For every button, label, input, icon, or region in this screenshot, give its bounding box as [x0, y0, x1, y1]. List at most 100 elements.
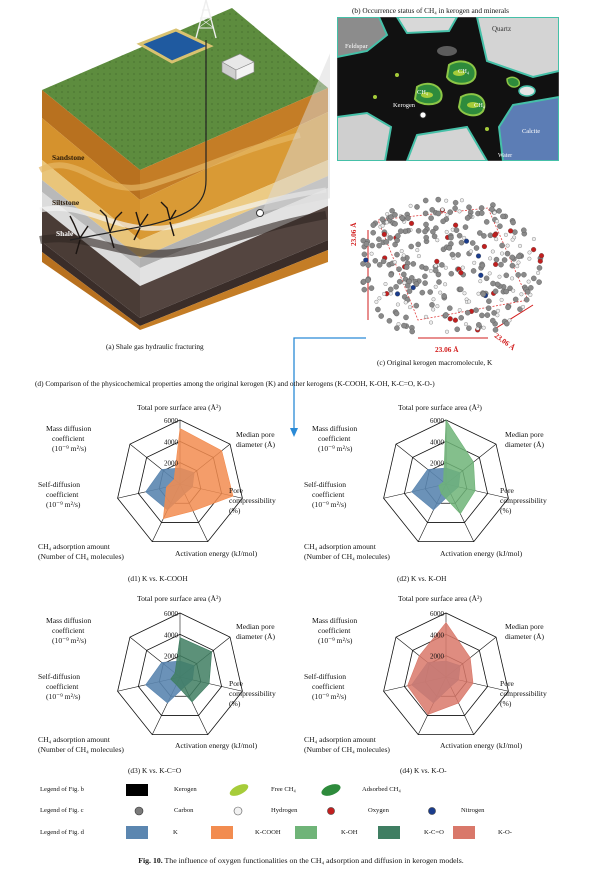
atom [394, 325, 400, 331]
atom [387, 286, 394, 293]
panel-d-title: (d) Comparison of the physicochemical pr… [35, 379, 435, 388]
quartz-grain [475, 17, 559, 79]
atom [393, 284, 399, 290]
atom [477, 230, 483, 236]
atom [435, 238, 440, 243]
axis-mass-diff-3: (10⁻⁹ m²/s) [318, 636, 353, 645]
atom [374, 299, 379, 304]
adsorbed-ch4-swatch [321, 784, 341, 796]
atom [527, 250, 532, 255]
atom [448, 234, 454, 241]
atom [498, 261, 504, 268]
atom [408, 243, 414, 250]
atom [392, 260, 397, 265]
atom [458, 286, 464, 293]
atom [452, 317, 458, 323]
atom [484, 312, 491, 318]
atom [370, 222, 377, 228]
radar-tick-label: 6000 [164, 610, 179, 618]
atom [497, 274, 502, 279]
atom [422, 210, 429, 217]
dimension-label-horizontal: 23.06 Å [435, 345, 459, 354]
radar-tick-label: 6000 [164, 417, 179, 425]
atom [360, 261, 366, 267]
atom [422, 280, 428, 286]
atom [479, 312, 485, 319]
atom [499, 242, 505, 249]
axis-self-diff-2: coefficient [312, 682, 345, 691]
atom [495, 313, 500, 318]
panel-a-caption: (a) Shale gas hydraulic fracturing [106, 342, 204, 351]
axis-total-pore-area: Total pore surface area (Å²) [398, 594, 482, 603]
atom [403, 314, 409, 321]
atom [428, 215, 434, 221]
atom [521, 271, 527, 278]
atom [515, 264, 520, 269]
atom [454, 326, 460, 333]
atom [453, 222, 459, 228]
k-oh-swatch [295, 826, 317, 839]
atom [432, 267, 439, 274]
axis-mass-diff-2: coefficient [52, 434, 85, 443]
atom [472, 260, 477, 265]
atom [523, 296, 530, 303]
atom [396, 278, 403, 285]
radar-grid-ring [137, 633, 223, 716]
atom [445, 329, 449, 334]
atom [495, 219, 499, 224]
atom [458, 270, 464, 276]
shale-label: Shale [56, 229, 74, 238]
atom [531, 247, 537, 253]
atom [401, 271, 407, 278]
atom [462, 291, 467, 296]
atom [475, 253, 482, 259]
axis-pore-comp-1: Pore [229, 486, 243, 495]
atom [376, 242, 382, 249]
atom [423, 234, 429, 241]
atom [413, 281, 420, 287]
atom [479, 210, 485, 216]
atom [464, 322, 468, 327]
atom [504, 250, 511, 257]
atom [489, 206, 495, 212]
axis-median-pore-1: Median pore [505, 430, 544, 439]
radar-grid-ring [403, 633, 489, 716]
axis-mass-diff-1: Mass diffusion [312, 616, 358, 625]
atom [443, 312, 449, 318]
legend-hydrogen: Hydrogen [271, 807, 298, 814]
atom [365, 277, 371, 283]
atom [449, 251, 456, 258]
atom [444, 229, 449, 234]
atom [447, 316, 453, 322]
atom [457, 209, 462, 214]
atom [392, 212, 398, 218]
atom [431, 307, 436, 312]
atom [448, 270, 455, 277]
axis-ch4-2: (Number of CH₄ molecules) [304, 552, 390, 561]
atom [414, 204, 420, 210]
atom [419, 289, 426, 296]
oxygen-atom-swatch [327, 807, 335, 815]
atom [463, 238, 470, 244]
atom [526, 279, 531, 284]
axis-mass-diff-1: Mass diffusion [46, 424, 92, 433]
atom [447, 209, 453, 215]
atom [369, 251, 374, 256]
atom [464, 309, 471, 316]
chart-title-d4: (d4) K vs. K-O- [400, 766, 447, 775]
atom [392, 221, 398, 227]
atom [501, 257, 508, 263]
atom [519, 292, 524, 297]
atom [429, 320, 433, 325]
atom [385, 212, 390, 217]
atom [415, 248, 420, 253]
atom [393, 310, 400, 317]
axis-pore-comp-1: Pore [500, 679, 514, 688]
legend-carbon: Carbon [174, 807, 194, 814]
atom [516, 260, 521, 265]
ch4-label-1: CH₄ [458, 68, 470, 75]
axis-self-diff-1: Self-diffusion [38, 480, 81, 489]
water-label: Water [498, 153, 513, 159]
atom [491, 310, 497, 316]
